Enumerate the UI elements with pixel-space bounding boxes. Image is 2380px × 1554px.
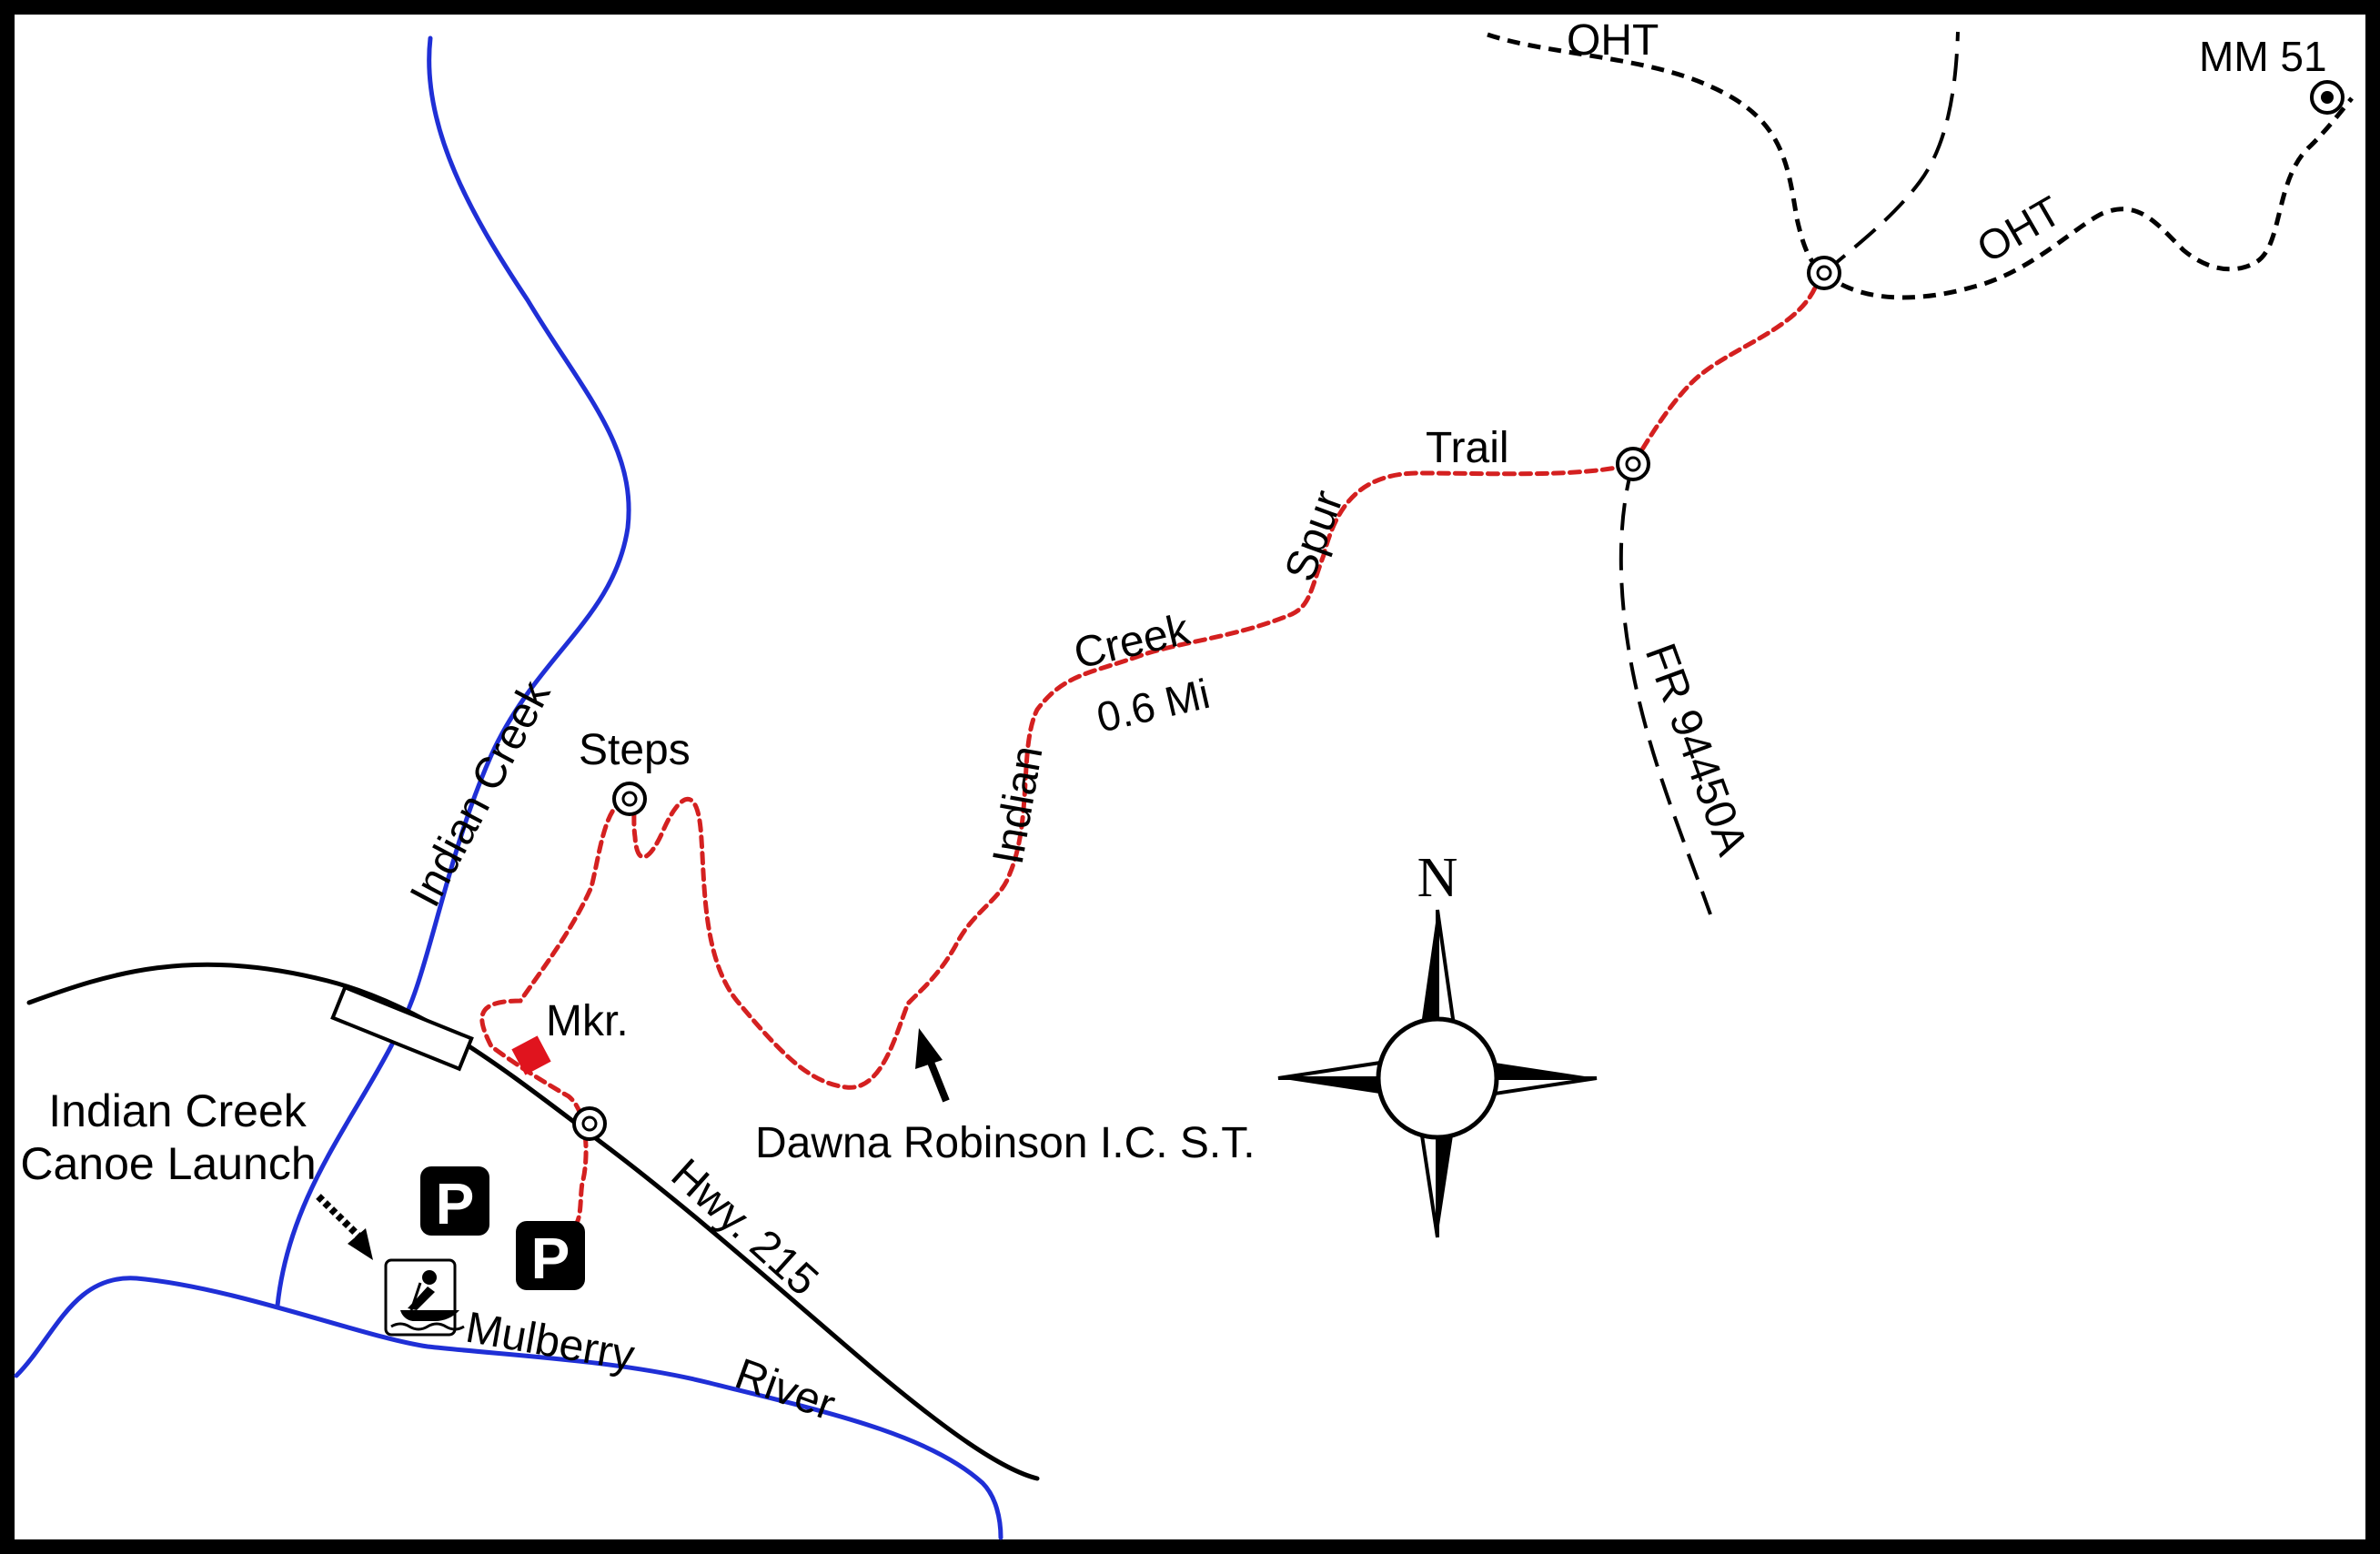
trail-junction-icon <box>1807 256 1841 290</box>
trail-junction-icon <box>612 782 647 816</box>
forest-road-northeast <box>1822 31 1960 275</box>
canoe-arrow-icon <box>316 1194 373 1260</box>
svg-text:P: P <box>436 1171 475 1236</box>
mm51-label: MM 51 <box>2199 33 2327 80</box>
compass-north-label: N <box>1417 847 1458 909</box>
trail-junction-icon <box>2310 80 2345 115</box>
svg-text:P: P <box>531 1226 570 1291</box>
parking-icon: P <box>516 1221 585 1291</box>
canoe-launch-icon <box>384 1258 465 1337</box>
marker-square-icon <box>511 1035 551 1075</box>
canoe-launch-label: Indian Creek <box>48 1085 307 1136</box>
oht-trail-north <box>1487 32 1826 276</box>
compass-rose-icon <box>1277 909 1598 1238</box>
canoe-launch-label: Canoe Launch <box>20 1138 316 1189</box>
trail-name-trail: Trail <box>1426 424 1509 472</box>
mulberry-river <box>14 1276 1003 1540</box>
trail-junction-icon <box>1616 447 1650 481</box>
bridge-icon <box>330 984 474 1072</box>
steps-label: Steps <box>579 726 691 774</box>
indian-creek-stream <box>275 35 631 1308</box>
oht-trail-east <box>1822 96 2354 300</box>
marker-label: Mkr. <box>546 997 629 1045</box>
oht-label-north: OHT <box>1567 16 1659 65</box>
trailhead-arrow-icon <box>915 1028 950 1103</box>
indian-creek-spur-trail <box>479 270 1822 1231</box>
parking-icon: P <box>420 1166 489 1236</box>
trailhead-label: Dawna Robinson I.C. S.T. <box>755 1119 1256 1167</box>
fr-94450a-road <box>1619 463 1712 915</box>
trail-junction-icon <box>572 1106 607 1141</box>
